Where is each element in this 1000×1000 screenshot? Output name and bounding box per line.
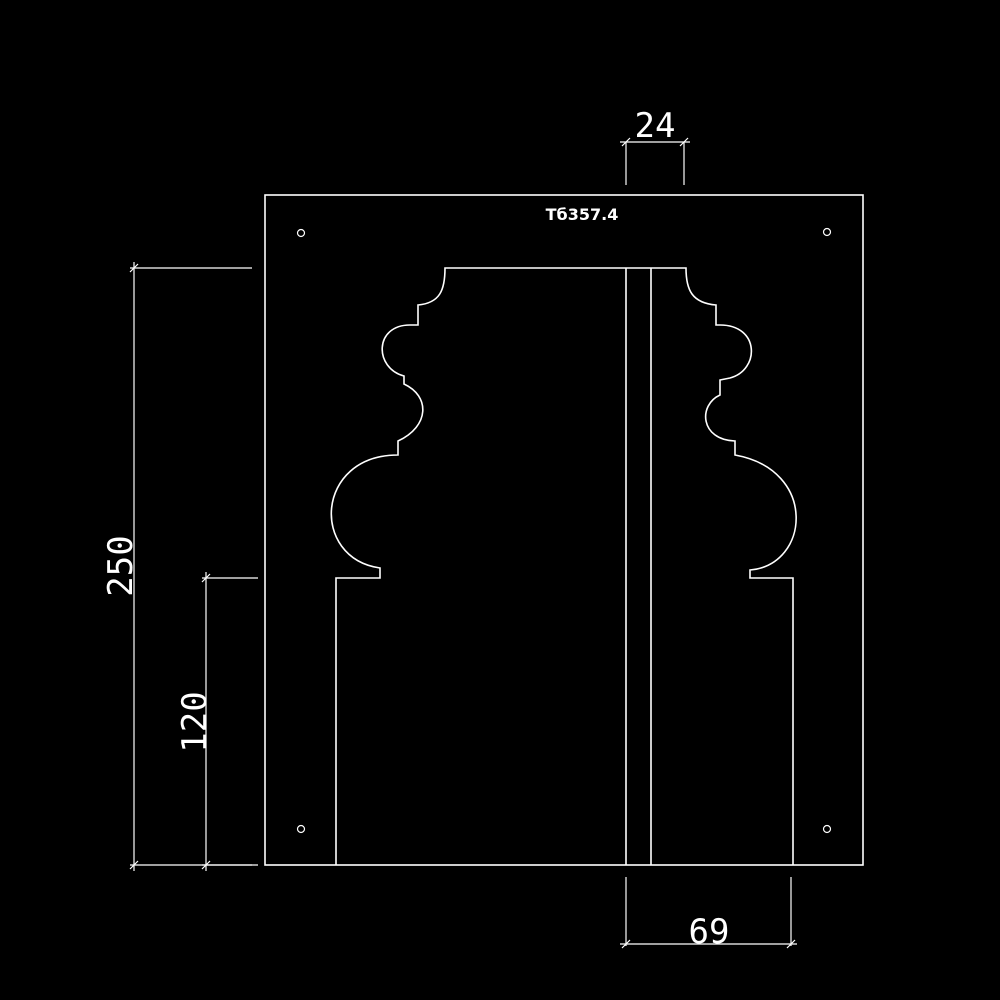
- dimension-lower-height: 120: [175, 572, 258, 871]
- part-code-label: Тб357.4: [546, 205, 619, 224]
- dimension-bottom-width: 69: [620, 877, 797, 952]
- dimension-lower-height-value: 120: [175, 691, 215, 752]
- dimension-total-height: 250: [101, 262, 252, 871]
- dimension-top-width: 24: [620, 106, 690, 185]
- baluster-profile-cutout: [330, 267, 797, 865]
- dimension-total-height-value: 250: [101, 535, 141, 596]
- mounting-hole-bottom-right: [822, 824, 832, 834]
- dimension-top-width-value: 24: [635, 106, 676, 146]
- mounting-hole-bottom-left: [296, 824, 306, 834]
- dimension-bottom-width-value: 69: [689, 912, 730, 952]
- mounting-hole-top-right: [822, 227, 832, 237]
- mounting-hole-top-left: [296, 228, 306, 238]
- template-plate-outline: [264, 194, 864, 866]
